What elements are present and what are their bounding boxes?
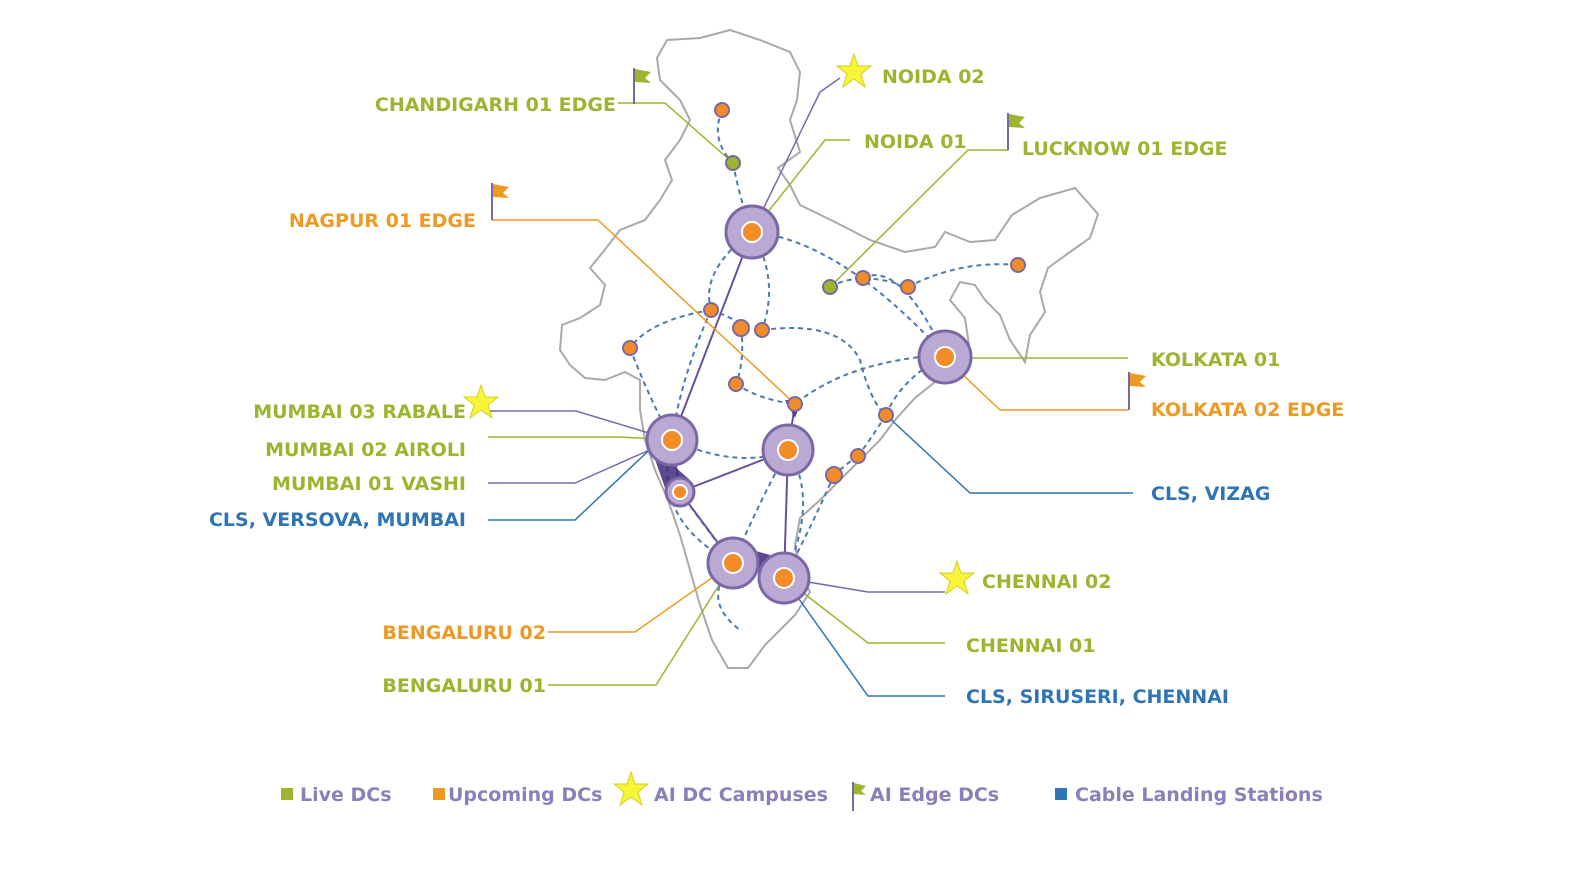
hub-hyderabad xyxy=(761,423,815,477)
label-cls-vizag: CLS, VIZAG xyxy=(1151,483,1270,505)
kolkata02-flag-icon xyxy=(1128,372,1146,410)
site-labels: CHANDIGARH 01 EDGE NOIDA 02 NOIDA 01 LUC… xyxy=(209,66,1345,709)
chandigarh-flag-icon xyxy=(633,68,651,104)
legend-cls-label: Cable Landing Stations xyxy=(1075,784,1323,806)
label-bengaluru02: BENGALURU 02 xyxy=(382,622,546,644)
legend: Live DCs Upcoming DCs AI DC Campuses AI … xyxy=(281,770,1323,811)
backbone-links xyxy=(671,231,796,579)
node-chandigarh xyxy=(725,155,741,171)
hub-noida xyxy=(724,204,780,260)
node-vizag xyxy=(878,407,894,423)
legend-upcoming-label: Upcoming DCs xyxy=(448,784,602,806)
node-lucknow xyxy=(822,279,838,295)
india-outline xyxy=(558,28,1100,669)
node-west xyxy=(622,340,638,356)
hub-mumbai xyxy=(645,413,699,508)
hub-chennai xyxy=(757,551,811,605)
node-north xyxy=(714,102,730,118)
hub-kolkata xyxy=(917,329,973,385)
label-cls-siruseri: CLS, SIRUSERI, CHENNAI xyxy=(966,686,1229,708)
label-bengaluru01: BENGALURU 01 xyxy=(382,675,546,697)
legend-ai-campus-label: AI DC Campuses xyxy=(654,784,828,806)
label-cls-versova: CLS, VERSOVA, MUMBAI xyxy=(209,509,466,531)
node-central-2 xyxy=(732,319,750,337)
label-chennai02: CHENNAI 02 xyxy=(982,571,1111,593)
node-central-4 xyxy=(728,376,744,392)
node-east-coast xyxy=(850,448,866,464)
label-kolkata01: KOLKATA 01 xyxy=(1151,349,1280,371)
legend-star-icon xyxy=(612,770,650,807)
label-mumbai02: MUMBAI 02 AIROLI xyxy=(265,439,466,461)
small-nodes xyxy=(622,102,1026,484)
legend-live-swatch xyxy=(281,788,293,800)
label-chandigarh: CHANDIGARH 01 EDGE xyxy=(375,94,616,116)
legend-ai-edge-label: AI Edge DCs xyxy=(870,784,999,806)
chennai02-star-icon xyxy=(938,559,976,596)
nagpur-flag-icon xyxy=(491,183,509,220)
legend-flag-icon xyxy=(852,782,866,811)
label-lucknow: LUCKNOW 01 EDGE xyxy=(1022,138,1228,160)
node-southeast xyxy=(825,466,843,484)
hub-bengaluru xyxy=(706,536,760,590)
legend-upcoming-swatch xyxy=(433,788,445,800)
node-nagpur xyxy=(787,396,803,412)
noida02-star-icon xyxy=(835,52,873,89)
node-east-2 xyxy=(900,279,916,295)
label-nagpur: NAGPUR 01 EDGE xyxy=(289,210,476,232)
node-northeast xyxy=(1010,257,1026,273)
label-mumbai01: MUMBAI 01 VASHI xyxy=(272,473,466,495)
node-central-3 xyxy=(754,322,770,338)
label-chennai01: CHENNAI 01 xyxy=(966,635,1095,657)
label-mumbai03: MUMBAI 03 RABALE xyxy=(253,401,466,423)
leader-lines xyxy=(488,77,1133,697)
node-central-1 xyxy=(703,302,719,318)
label-noida02: NOIDA 02 xyxy=(882,66,985,88)
label-noida01: NOIDA 01 xyxy=(864,131,967,153)
mumbai03-star-icon xyxy=(462,383,500,420)
legend-cls-swatch xyxy=(1055,788,1067,800)
lucknow-flag-icon xyxy=(1007,113,1025,150)
label-kolkata02: KOLKATA 02 EDGE xyxy=(1151,399,1344,421)
node-east-1 xyxy=(855,270,871,286)
legend-live-label: Live DCs xyxy=(300,784,392,806)
